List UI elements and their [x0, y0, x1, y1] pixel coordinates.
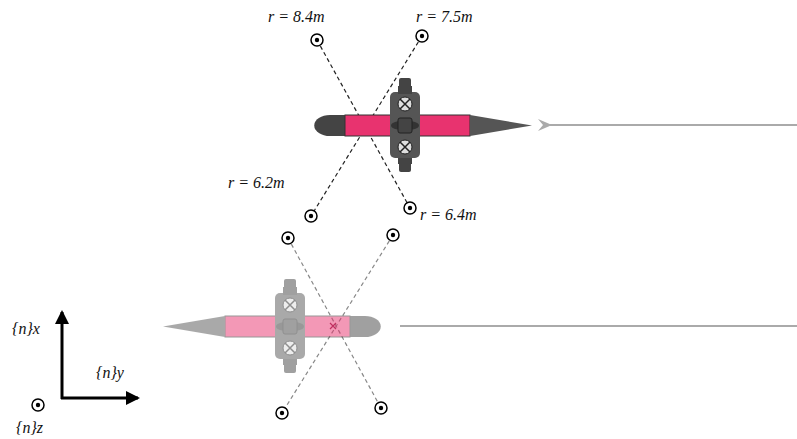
axis-label: {n}z	[16, 419, 43, 437]
range-label: r = 6.4m	[420, 206, 477, 224]
axis-label: {n}x	[12, 320, 40, 338]
range-label: r = 7.5m	[416, 8, 473, 26]
range-label: r = 8.4m	[268, 8, 325, 26]
range-label: r = 6.2m	[228, 174, 285, 192]
axis-label: {n}y	[96, 364, 124, 382]
